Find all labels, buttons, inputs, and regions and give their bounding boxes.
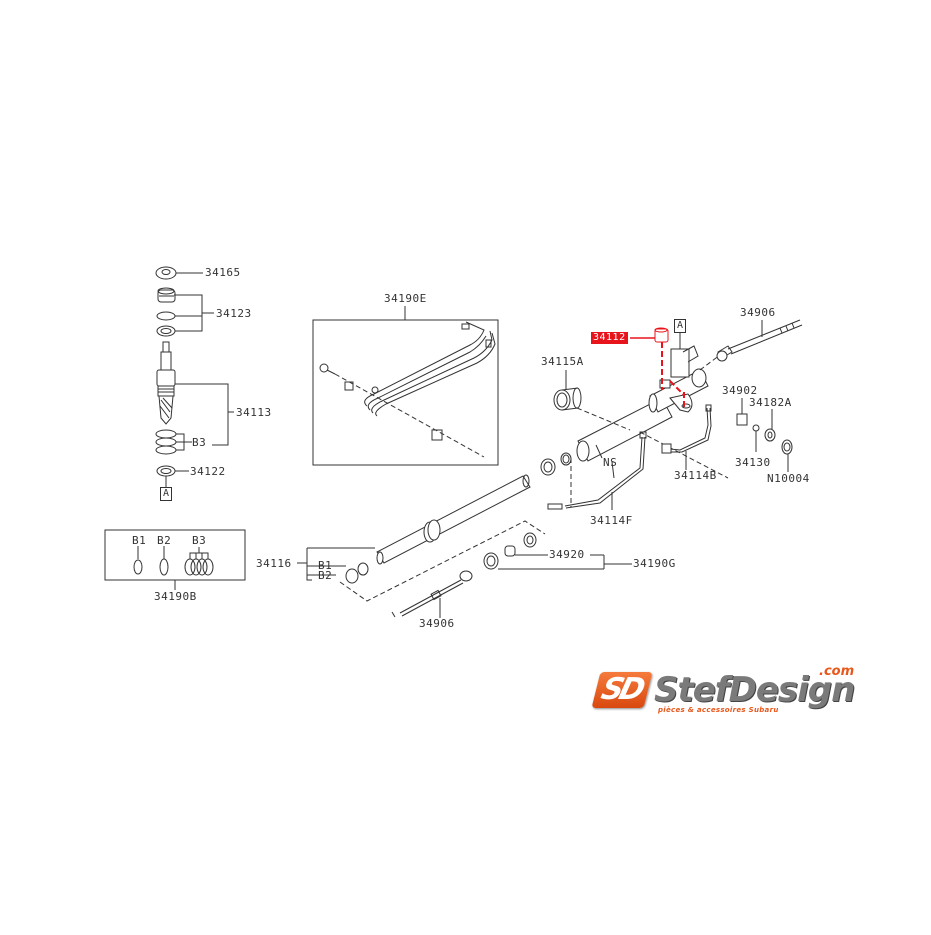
kit-box-34190E: [312, 306, 499, 466]
ns-leader: [595, 444, 603, 459]
logo-domain: .com: [819, 664, 855, 679]
label-34906-top[interactable]: 34906: [740, 306, 776, 319]
label-34114F[interactable]: 34114F: [590, 514, 633, 527]
ref-a-box-left: A: [160, 487, 172, 501]
part-34113-pinion-icon[interactable]: [155, 341, 234, 455]
part-34114F-pipe-icon[interactable]: [547, 431, 647, 510]
label-34130[interactable]: 34130: [735, 456, 771, 469]
label-N10004[interactable]: N10004: [767, 472, 810, 485]
label-b3-left: B3: [192, 436, 207, 449]
part-34123-icon[interactable]: [156, 287, 214, 337]
part-34130-icon[interactable]: [752, 424, 760, 452]
stefdesign-logo[interactable]: SD StefDesign .com pièces & accessoires …: [591, 664, 856, 720]
kit-label-b3: B3: [192, 534, 207, 547]
ref-a-box-top: A: [674, 319, 686, 333]
logo-mark-icon: SD: [591, 672, 653, 708]
part-34165-icon[interactable]: [155, 266, 203, 280]
label-34115A[interactable]: 34115A: [541, 355, 584, 368]
label-b1-mid: B1: [318, 559, 333, 572]
part-N10004-icon[interactable]: [781, 439, 793, 472]
part-34902-icon[interactable]: [736, 398, 748, 426]
label-34113[interactable]: 34113: [236, 406, 272, 419]
part-34114B-pipe-icon[interactable]: [661, 404, 712, 470]
label-34114B[interactable]: 34114B: [674, 469, 717, 482]
label-34906-bottom[interactable]: 34906: [419, 617, 455, 630]
part-rack-seals-icon[interactable]: [540, 452, 572, 476]
label-34116[interactable]: 34116: [256, 557, 292, 570]
label-34920[interactable]: 34920: [549, 548, 585, 561]
part-34182A-icon[interactable]: [764, 409, 776, 442]
label-b2-mid: B2: [318, 569, 333, 582]
kit-label-b2: B2: [157, 534, 172, 547]
label-34182A[interactable]: 34182A: [749, 396, 792, 409]
label-34123[interactable]: 34123: [216, 307, 252, 320]
logo-tagline: pièces & accessoires Subaru: [658, 706, 779, 714]
label-34190G[interactable]: 34190G: [633, 557, 676, 570]
label-34112-highlighted[interactable]: 34112: [591, 332, 628, 344]
part-34112-highlighted-icon[interactable]: [630, 327, 685, 408]
label-34165[interactable]: 34165: [205, 266, 241, 279]
label-34122[interactable]: 34122: [190, 465, 226, 478]
kit-label-b1: B1: [132, 534, 147, 547]
logo-name: StefDesign: [654, 670, 855, 710]
part-34906-bottom-icon[interactable]: [391, 570, 473, 618]
part-34906-top-icon[interactable]: [716, 319, 803, 362]
part-rack-housing-icon[interactable]: [576, 345, 729, 479]
kit-box-34190B: [104, 529, 246, 590]
part-34116-rack-icon[interactable]: [297, 474, 531, 581]
part-b1-b2-rings-icon[interactable]: [339, 520, 546, 602]
label-34190E[interactable]: 34190E: [384, 292, 427, 305]
part-34115A-icon[interactable]: [553, 370, 631, 431]
label-ns: NS: [603, 456, 618, 469]
label-34190B[interactable]: 34190B: [154, 590, 197, 603]
label-34902[interactable]: 34902: [722, 384, 758, 397]
part-34122-icon[interactable]: [156, 465, 189, 487]
part-34920-34190G-icon[interactable]: [483, 532, 632, 570]
